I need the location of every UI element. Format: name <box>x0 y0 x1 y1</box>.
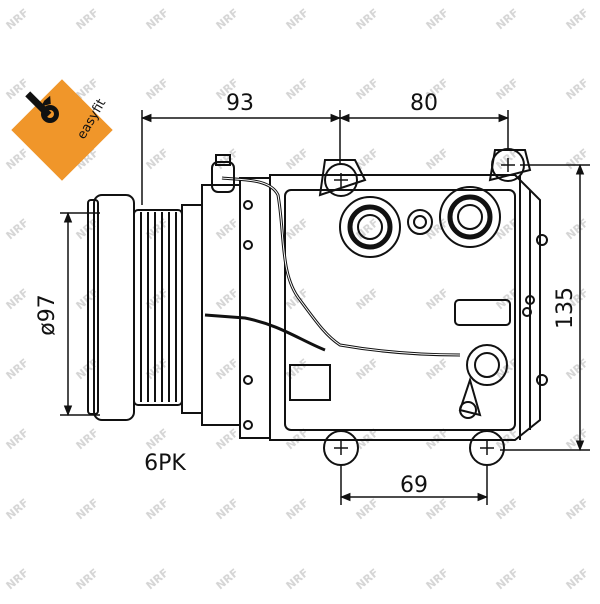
watermark-nrf: NRF <box>354 356 382 382</box>
watermark-nrf: NRF <box>354 146 382 172</box>
dim-93: 93 <box>226 91 254 116</box>
watermark-nrf: NRF <box>564 496 592 522</box>
watermark-nrf: NRF <box>284 496 312 522</box>
watermark-nrf: NRF <box>564 356 592 382</box>
watermark-nrf: NRF <box>4 286 32 312</box>
watermark-nrf: NRF <box>494 6 522 32</box>
pulley-hub <box>181 204 203 414</box>
port-right <box>439 186 501 248</box>
wrench-icon <box>25 91 59 123</box>
watermark-nrf: NRF <box>284 6 312 32</box>
dim-diameter-97: ø97 <box>35 294 60 335</box>
watermark-nrf: NRF <box>74 6 102 32</box>
compressor-body <box>87 148 548 466</box>
watermark-nrf: NRF <box>424 146 452 172</box>
dim-69: 69 <box>400 473 428 498</box>
watermark-nrf: NRF <box>564 566 592 592</box>
watermark-nrf: NRF <box>4 6 32 32</box>
watermark-nrf: NRF <box>144 426 172 452</box>
watermark-nrf: NRF <box>284 356 312 382</box>
main-housing <box>269 174 541 441</box>
mount-crosshairs <box>334 158 515 455</box>
watermark-nrf: NRF <box>214 146 242 172</box>
watermark-nrf: NRF <box>214 426 242 452</box>
watermark-nrf: NRF <box>144 146 172 172</box>
pressure-switch <box>466 344 508 386</box>
watermark-nrf: NRF <box>424 356 452 382</box>
watermark-nrf: NRF <box>284 146 312 172</box>
watermark-nrf: NRF <box>564 6 592 32</box>
watermark-nrf: NRF <box>4 496 32 522</box>
clutch-face <box>87 199 99 415</box>
watermark-nrf: NRF <box>564 76 592 102</box>
watermark-nrf: NRF <box>74 426 102 452</box>
watermark-nrf: NRF <box>74 566 102 592</box>
watermark-nrf: NRF <box>354 6 382 32</box>
clutch-plate <box>93 194 135 421</box>
port-left <box>339 196 401 258</box>
watermark-nrf: NRF <box>214 566 242 592</box>
watermark-nrf: NRF <box>4 216 32 242</box>
watermark-nrf: NRF <box>354 76 382 102</box>
front-flange <box>239 177 271 439</box>
watermark-nrf: NRF <box>424 286 452 312</box>
mount-top-left <box>324 163 358 197</box>
watermark-nrf: NRF <box>564 216 592 242</box>
watermark-nrf: NRF <box>144 6 172 32</box>
watermark-nrf: NRF <box>424 566 452 592</box>
watermark-nrf: NRF <box>214 216 242 242</box>
watermark-nrf: NRF <box>214 356 242 382</box>
wire-harness <box>221 176 461 357</box>
watermark-nrf: NRF <box>494 566 522 592</box>
watermark-nrf: NRF <box>214 496 242 522</box>
watermark-nrf: NRF <box>494 496 522 522</box>
watermark-nrf: NRF <box>4 566 32 592</box>
watermark-nrf: NRF <box>564 426 592 452</box>
dim-135: 135 <box>553 287 578 329</box>
watermark-nrf: NRF <box>214 6 242 32</box>
watermark-nrf: NRF <box>4 76 32 102</box>
easyfit-badge: easyfit <box>11 79 113 181</box>
watermark-nrf: NRF <box>74 496 102 522</box>
watermark-nrf: NRF <box>284 76 312 102</box>
watermark-nrf: NRF <box>144 496 172 522</box>
connector <box>211 161 235 193</box>
watermark-nrf: NRF <box>354 566 382 592</box>
watermark-nrf: NRF <box>144 76 172 102</box>
watermark-nrf: NRF <box>4 356 32 382</box>
watermark-nrf: NRF <box>144 566 172 592</box>
watermark-nrf: NRF <box>424 216 452 242</box>
watermark-nrf: NRF <box>424 6 452 32</box>
watermark-nrf: NRF <box>354 496 382 522</box>
watermark-nrf: NRF <box>284 566 312 592</box>
watermark-nrf: NRF <box>214 286 242 312</box>
watermark-nrf: NRF <box>4 426 32 452</box>
watermark-nrf: NRF <box>284 216 312 242</box>
watermark-nrf: NRF <box>424 496 452 522</box>
watermark-nrf: NRF <box>354 286 382 312</box>
pulley-label-6pk: 6PK <box>144 451 186 476</box>
dim-80: 80 <box>410 91 438 116</box>
watermark-nrf: NRF <box>564 146 592 172</box>
watermark-nrf: NRF <box>4 146 32 172</box>
dimension-lines <box>60 110 590 505</box>
watermark-nrf: NRF <box>494 76 522 102</box>
